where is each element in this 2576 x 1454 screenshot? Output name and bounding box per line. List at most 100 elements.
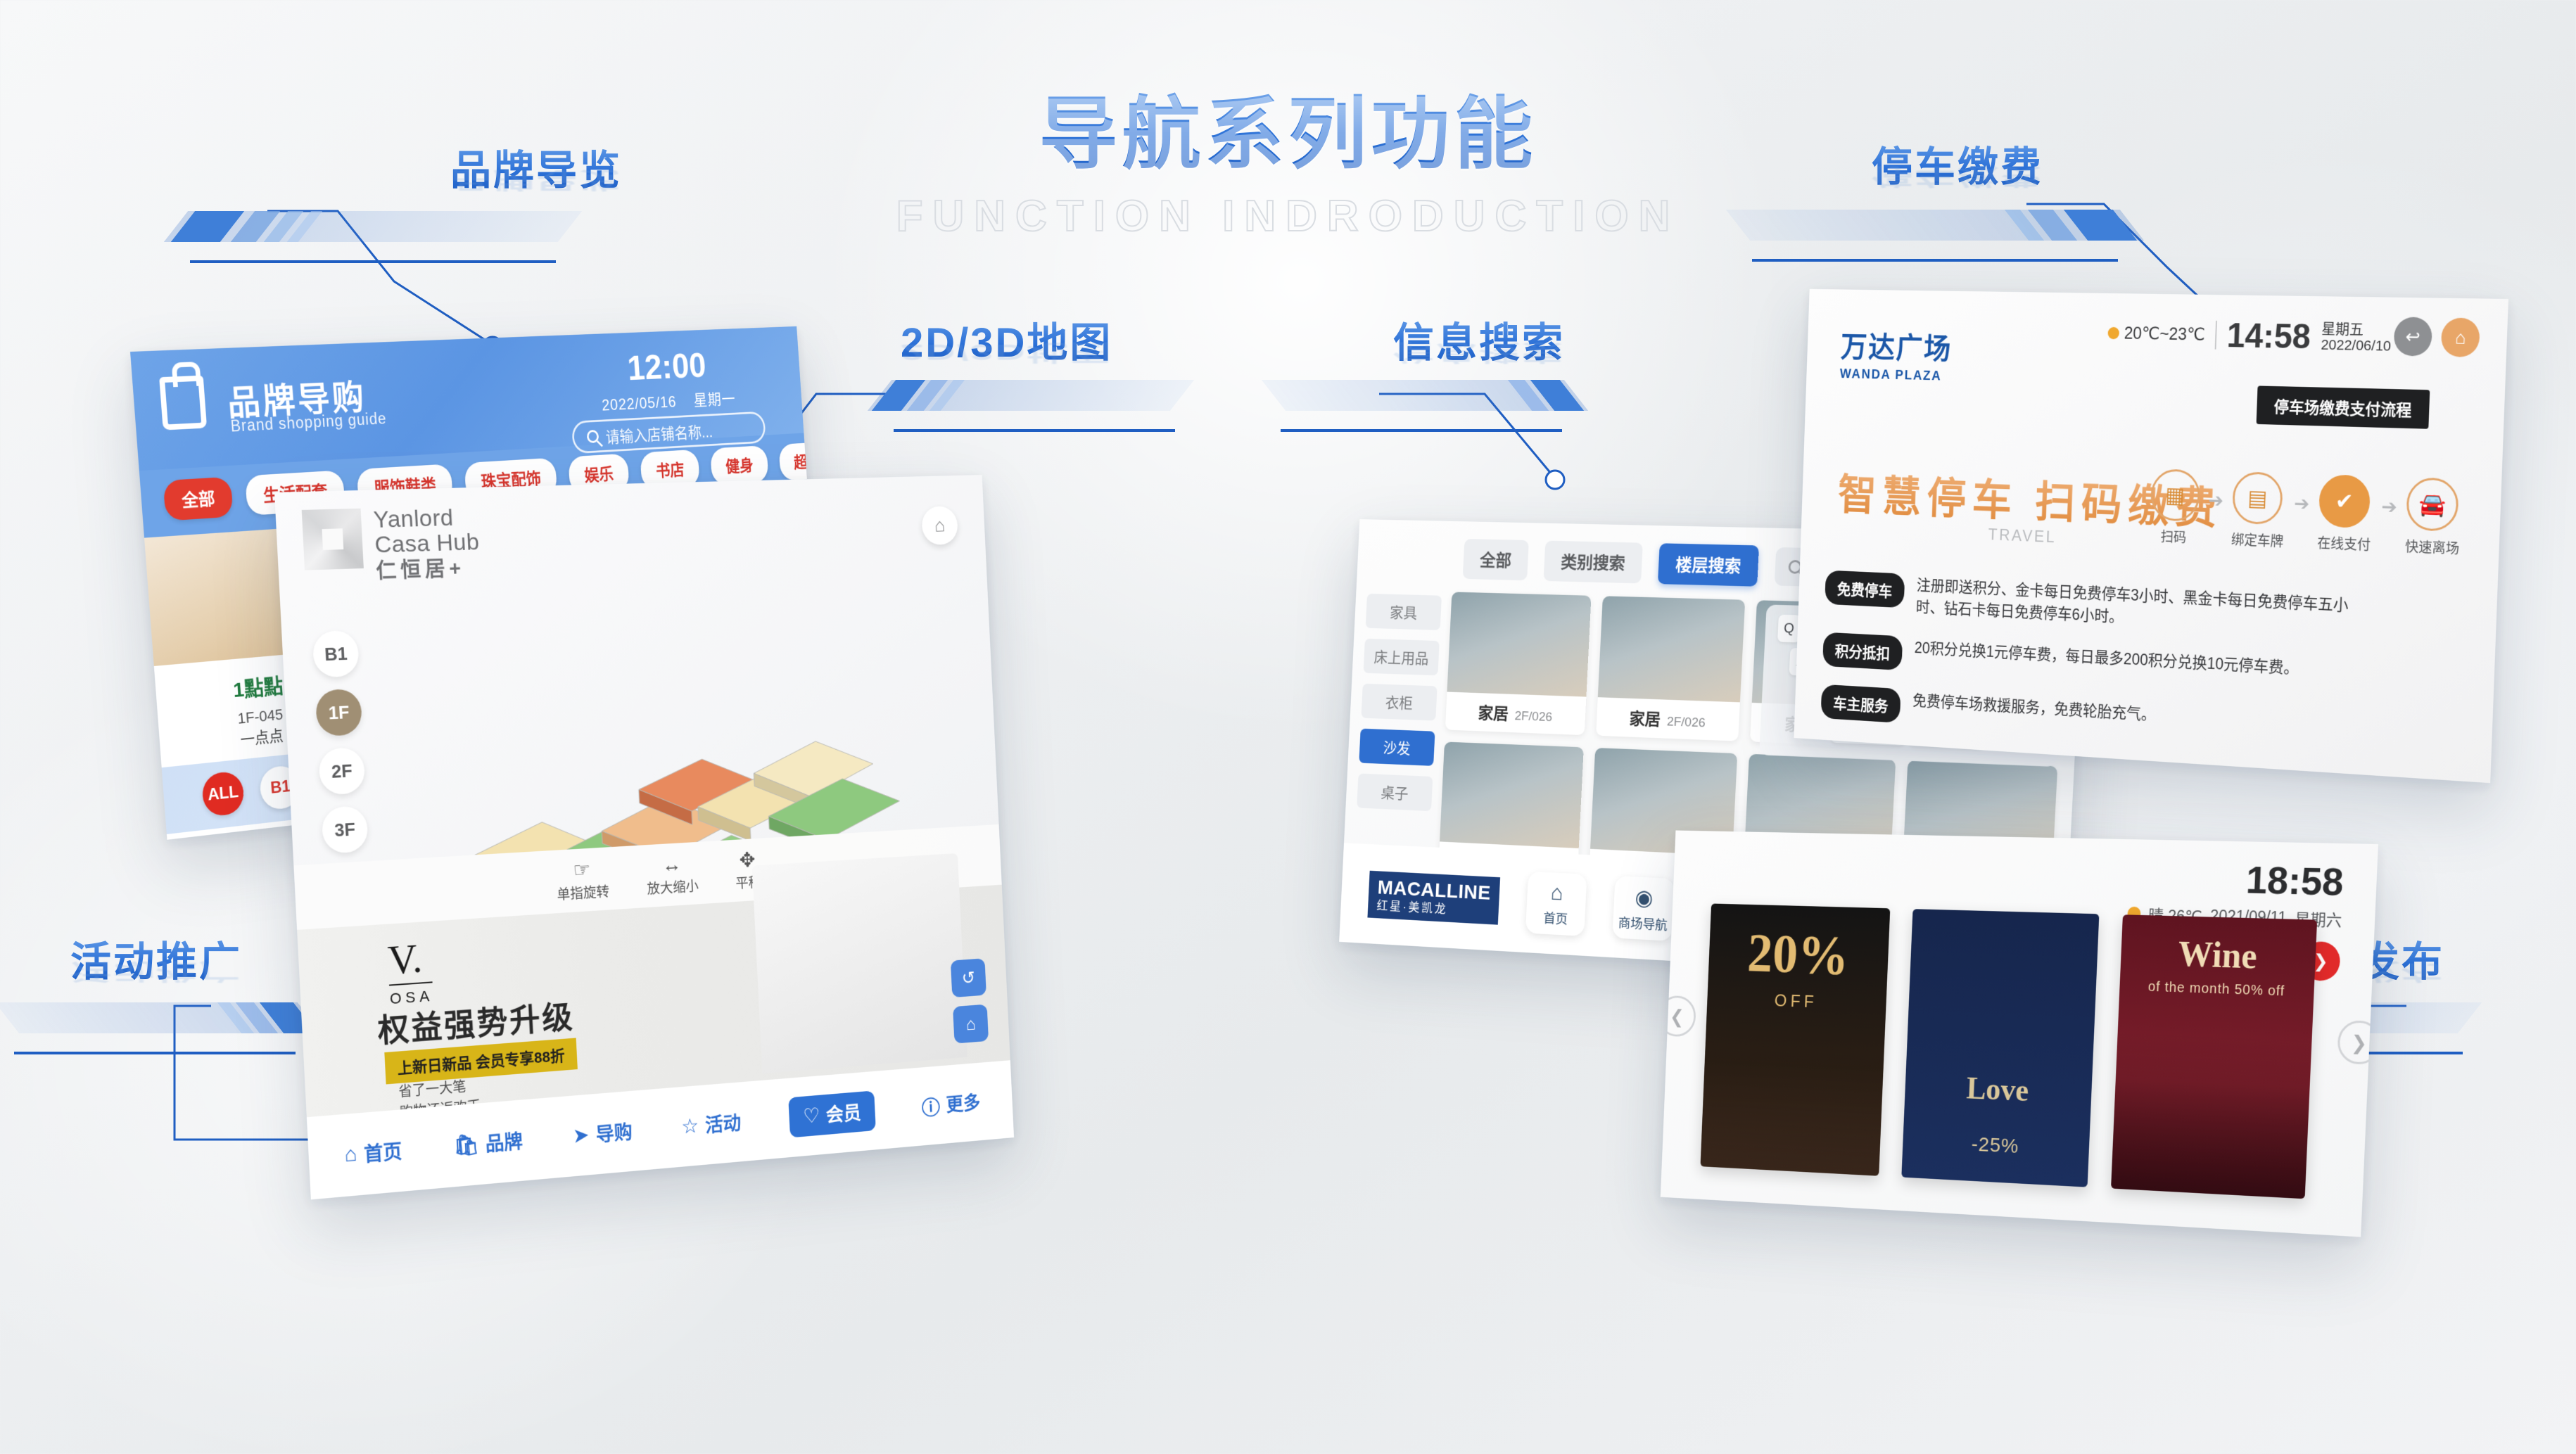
ad-poster-carousel[interactable]: 20% OFF Love -25% Wine of the month 50% …: [1700, 903, 2318, 1199]
callout-promotion: 活动推广 活动推广: [0, 929, 322, 1054]
search-tab-floor[interactable]: 楼层搜索: [1657, 543, 1760, 587]
callout-parking: 停车缴费 停车缴费: [1725, 134, 2145, 262]
callout-reflection: 2D/3D地图: [901, 340, 1113, 365]
map-brand-block: Yanlord Casa Hub 仁恒居+: [301, 504, 481, 585]
gesture-pinch: ↔放大缩小: [647, 853, 699, 897]
page-subtitle: FUNCTION INDRODUCTION: [896, 191, 1680, 241]
ad-brand-v: V.: [386, 935, 424, 983]
page-title: 导航系列功能: [0, 70, 2576, 184]
callout-brand-guide: 品牌导览 品牌导览: [163, 137, 623, 263]
macalline-logo: MACALLINE 红星·美凯龙: [1367, 870, 1501, 925]
callout-reflection: 活动推广: [70, 959, 243, 984]
side-category-table[interactable]: 桌子: [1357, 773, 1433, 812]
side-category-bedding[interactable]: 床上用品: [1363, 638, 1440, 676]
map-pin-icon: ◉: [1634, 884, 1654, 910]
weather-readout: 20℃~23℃: [2107, 323, 2205, 345]
ad-brand-logo: V. OSA: [386, 933, 434, 1009]
callout-search: 信息搜索 信息搜索: [1261, 310, 1589, 432]
benefit-item: 积分抵扣 20积分兑换1元停车费，每日最多200积分兑换10元停车费。: [1822, 632, 2352, 696]
nav-member[interactable]: ♡会员: [787, 1090, 876, 1138]
nav-brand[interactable]: 🛍品牌: [452, 1130, 524, 1158]
map-floor-1f[interactable]: 1F: [315, 688, 363, 737]
map-floor-b1[interactable]: B1: [312, 630, 360, 678]
poster-sub: -25%: [1971, 1133, 2019, 1158]
search-placeholder: 请输入店铺名称...: [604, 423, 713, 447]
benefit-tag: 车主服务: [1820, 684, 1901, 723]
rotate-gesture-icon: ☞: [572, 858, 592, 882]
poster-sub: OFF: [1774, 990, 1818, 1012]
benefit-text: 20积分兑换1元停车费，每日最多200积分兑换10元停车费。: [1914, 638, 2299, 677]
back-icon[interactable]: ↩: [2393, 317, 2433, 357]
side-category-furniture[interactable]: 家具: [1365, 593, 1442, 630]
ad-model-photo: [751, 853, 967, 1074]
product-photo: [1447, 592, 1592, 697]
callout-decoration: [1261, 380, 1589, 432]
search-tab-all[interactable]: 全部: [1462, 538, 1529, 581]
home-icon[interactable]: ⌂: [920, 506, 959, 546]
search-side-categories[interactable]: 家具 床上用品 衣柜 沙发 桌子: [1354, 589, 1442, 879]
weather-temp: 20℃~23℃: [2124, 324, 2206, 345]
qrcode-icon: ▦: [2150, 468, 2201, 522]
navigate-icon: ➤: [572, 1123, 590, 1147]
benefit-item: 免费停车 注册即送积分、金卡每日免费停车3小时、黑金卡每日免费停车五小时、钻石卡…: [1825, 570, 2354, 640]
star-icon: ☆: [680, 1114, 699, 1138]
plate-icon: ▤: [2231, 471, 2284, 525]
chevron-left-icon[interactable]: ❮: [1660, 995, 1697, 1038]
product-photo: [1440, 741, 1584, 848]
home-icon[interactable]: ⌂: [2440, 317, 2480, 358]
ad-poster[interactable]: Wine of the month 50% off: [2111, 914, 2318, 1199]
parking-action-buttons[interactable]: ↩ ⌂: [2393, 317, 2480, 358]
home-icon[interactable]: ⌂: [953, 1004, 989, 1044]
home-icon: ⌂: [1549, 879, 1564, 905]
arrow-icon: ➔: [2207, 489, 2224, 511]
side-category-wardrobe[interactable]: 衣柜: [1361, 683, 1438, 721]
poster-sub: of the month 50% off: [2147, 979, 2285, 1000]
nav-home[interactable]: ⌂首页: [344, 1140, 403, 1167]
category-chip[interactable]: 超市: [778, 441, 827, 481]
yanlord-logo-icon: [301, 508, 364, 570]
ad-poster[interactable]: Love -25%: [1901, 909, 2100, 1187]
clock-date: 2022/05/16: [601, 393, 678, 415]
brand-cn: 仁恒居+: [375, 556, 466, 583]
side-category-sofa[interactable]: 沙发: [1359, 728, 1435, 766]
search-icon: [586, 429, 599, 444]
product-photo: [1597, 596, 1746, 703]
search-tab-category[interactable]: 类别搜索: [1543, 540, 1643, 584]
parking-flow-badge: 停车场缴费支付流程: [2256, 385, 2430, 429]
category-chip[interactable]: 健身: [709, 445, 769, 486]
floor-button-all[interactable]: ALL: [201, 770, 246, 818]
parking-payment-screen[interactable]: 万达广场 WANDA PLAZA 20℃~23℃ 14:58 星期五 2022/…: [1794, 288, 2508, 784]
advertising-screen[interactable]: 18:58 晴 26℃ 2021/09/11 星期六 ⌂ ❯ 20% OFF L…: [1660, 830, 2378, 1237]
shopping-bag-icon: [159, 375, 208, 431]
clock-time: 14:58: [2226, 316, 2311, 357]
nav-guide[interactable]: ➤导购: [572, 1121, 633, 1147]
ad-poster[interactable]: 20% OFF: [1700, 903, 1891, 1176]
footer-nav-home[interactable]: ⌂首页: [1525, 871, 1587, 937]
footer-nav-mall-map[interactable]: ◉商场导航: [1612, 876, 1675, 941]
home-icon: ⌂: [344, 1142, 358, 1167]
wanda-logo: 万达广场 WANDA PLAZA: [1839, 324, 1953, 385]
category-chip-all[interactable]: 全部: [163, 476, 234, 521]
divider: [2214, 320, 2217, 350]
parking-step-flow: ▦扫码 ➔ ▤绑定车牌 ➔ ✔在线支付 ➔ 🚘快速离场: [2149, 468, 2462, 558]
product-code: 2F/026: [1666, 714, 1706, 731]
callout-reflection: 品牌导览: [450, 167, 623, 193]
undo-icon[interactable]: ↺: [950, 958, 986, 998]
map-floor-2f[interactable]: 2F: [318, 746, 366, 796]
map-side-controls[interactable]: ↺ ⌂: [950, 958, 989, 1044]
arrow-icon: ➔: [2293, 492, 2310, 515]
callout-label: 活动推广: [70, 929, 242, 988]
clock-weekday: 星期一: [693, 390, 737, 410]
poster-artwork: [1700, 1041, 1884, 1176]
map-screen[interactable]: Yanlord Casa Hub 仁恒居+ ⌂ B1 1F 2F 3F 4F 5…: [274, 475, 1015, 1200]
nav-activity[interactable]: ☆活动: [680, 1112, 742, 1138]
brand-en-line2: Casa Hub: [374, 528, 481, 559]
map-floor-3f[interactable]: 3F: [321, 805, 369, 854]
step-scan: ▦扫码: [2149, 468, 2201, 547]
step-bind-plate: ▤绑定车牌: [2231, 471, 2286, 551]
member-icon: ♡: [802, 1104, 820, 1128]
sun-icon: [2107, 326, 2119, 340]
